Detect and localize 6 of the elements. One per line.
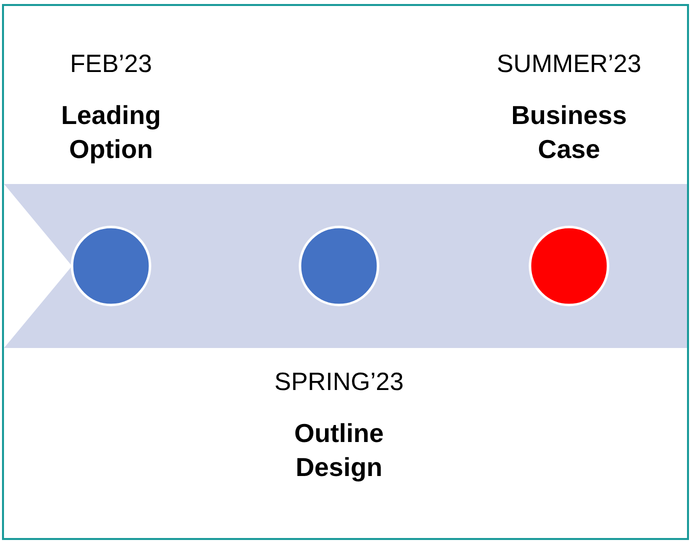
milestone-date: FEB’23 xyxy=(69,50,153,79)
milestone-title: Business Case xyxy=(510,99,628,166)
milestone-title: Outline Design xyxy=(293,417,385,484)
milestone-date: SPRING’23 xyxy=(273,368,405,397)
milestone-date: SUMMER’23 xyxy=(496,50,642,79)
milestone-title: Leading Option xyxy=(60,99,162,166)
